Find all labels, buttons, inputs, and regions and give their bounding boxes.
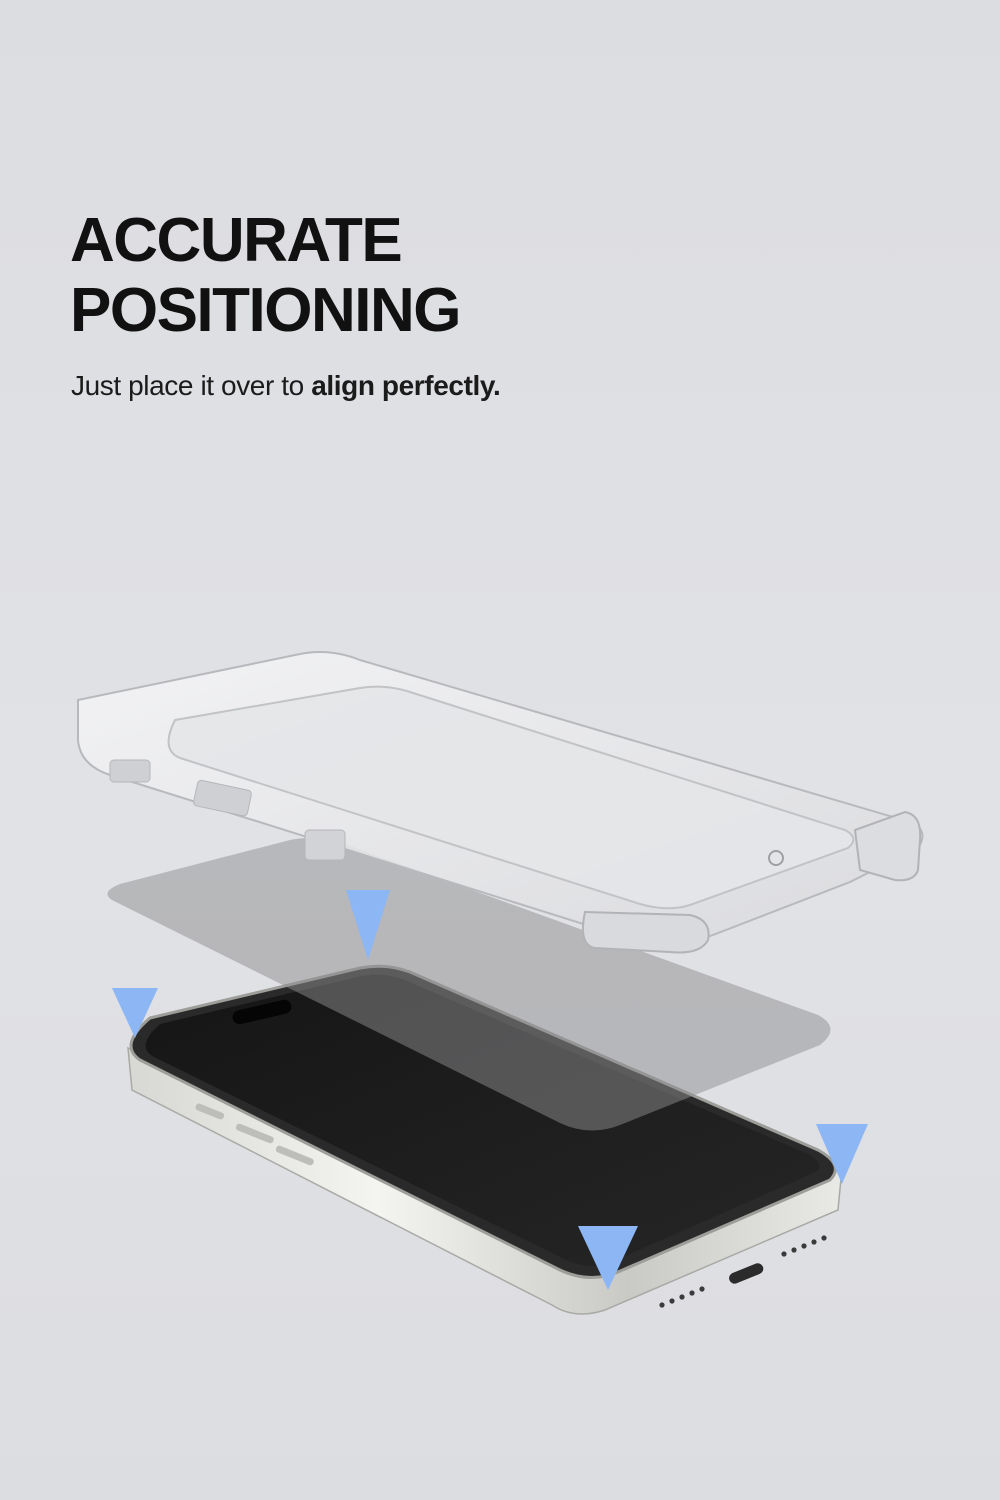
side-button-3	[275, 1145, 314, 1166]
side-button-2	[235, 1123, 274, 1144]
subheadline-bold: align perfectly.	[311, 370, 501, 401]
frame-screw-hole	[768, 850, 784, 866]
arrow-right-head	[816, 1124, 868, 1184]
arrow-center-head	[346, 890, 390, 960]
headline-line-2: POSITIONING	[70, 276, 461, 345]
headline: ACCURATE POSITIONING	[70, 206, 461, 346]
side-button-1	[195, 1103, 225, 1120]
installation-illustration	[77, 651, 924, 1315]
alignment-arrows	[112, 720, 868, 1290]
speaker-grille	[659, 1235, 827, 1308]
frame-tab-1	[109, 759, 151, 783]
protective-film	[107, 838, 831, 1131]
subheadline: Just place it over to align perfectly.	[71, 366, 501, 406]
arrow-left-head	[112, 988, 158, 1038]
alignment-frame	[77, 651, 924, 954]
charging-port	[729, 1263, 764, 1284]
arrow-front-head	[578, 1226, 638, 1290]
frame-tab-3	[304, 829, 346, 861]
dynamic-island	[232, 999, 292, 1025]
frame-tab-2	[193, 779, 252, 817]
headline-line-1: ACCURATE	[70, 206, 403, 275]
smartphone	[127, 964, 843, 1315]
subheadline-regular: Just place it over to	[71, 370, 312, 401]
frame-hook	[582, 910, 710, 954]
frame-end-cap	[853, 810, 922, 882]
